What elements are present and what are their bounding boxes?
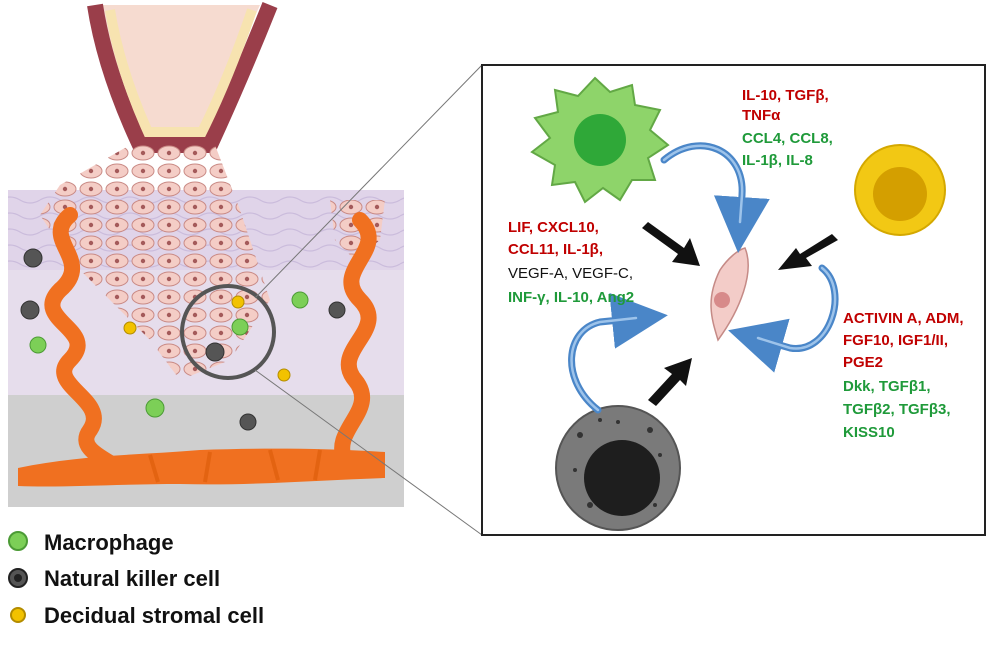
legend-stromal-label: Decidual stromal cell [44, 603, 264, 628]
nk-cell [555, 405, 681, 531]
nk-green-line-1: INF-γ, IL-10, Ang2 [508, 289, 634, 306]
vessel-branches [148, 449, 322, 483]
stromal-factors: ACTIVIN A, ADM, FGF10, IGF1/II, PGE2 Dkk… [843, 310, 964, 441]
basal-vessel-network [18, 448, 385, 487]
tissue-illustration [8, 2, 483, 536]
macrophage-factors: IL-10, TGFβ, TNFα CCL4, CCL8, IL-1β, IL-… [742, 87, 833, 169]
trophoblast-column [40, 145, 270, 380]
zoom-line-top [254, 64, 483, 299]
legend-macrophage-label: Macrophage [44, 530, 174, 555]
mac-red-line-2: TNFα [742, 107, 781, 124]
legend-nk-label: Natural killer cell [44, 566, 220, 591]
mac-green-line-2: IL-1β, IL-8 [742, 152, 813, 169]
arrow-nk [648, 358, 692, 406]
target-decidual-cell [710, 247, 749, 342]
str-green-line-2: TGFβ2, TGFβ3, [843, 401, 950, 418]
black-arrows [642, 222, 838, 406]
arrow-macrophage [642, 222, 700, 266]
legend: Macrophage Natural killer cell Decidual … [8, 530, 264, 628]
stromal-cell [854, 144, 946, 236]
str-red-line-2: FGF10, IGF1/II, [843, 332, 948, 349]
arrow-stromal [778, 234, 838, 270]
nk-factors: LIF, CXCL10, CCL11, IL-1β, VEGF-A, VEGF-… [508, 219, 634, 306]
zoom-panel: IL-10, TGFβ, TNFα CCL4, CCL8, IL-1β, IL-… [481, 64, 986, 536]
zoom-region-circle [180, 284, 276, 380]
str-green-line-1: Dkk, TGFβ1, [843, 378, 931, 395]
legend-stromal-icon [10, 607, 26, 623]
str-red-line-3: PGE2 [843, 354, 883, 371]
villus-inner-layer [105, 8, 257, 137]
stromal-cells-tissue [123, 295, 291, 382]
macrophages-tissue [29, 291, 309, 418]
spiral-artery-right [334, 212, 377, 468]
macrophage-cell [530, 76, 670, 204]
nk-red-line-2: CCL11, IL-1β, [508, 241, 603, 258]
mac-green-line-1: CCL4, CCL8, [742, 130, 833, 147]
str-red-line-1: ACTIVIN A, ADM, [843, 310, 964, 327]
nk-black-line-1: VEGF-A, VEGF-C, [508, 265, 633, 282]
str-green-line-3: KISS10 [843, 424, 895, 441]
legend-macrophage-icon [8, 531, 28, 551]
spiral-artery-left [44, 207, 128, 478]
mac-red-line-1: IL-10, TGFβ, [742, 87, 829, 104]
nk-cells-tissue [20, 248, 346, 431]
blue-arrows-inner [570, 144, 837, 412]
zoom-line-bottom [254, 369, 483, 536]
nk-red-line-1: LIF, CXCL10, [508, 219, 599, 236]
